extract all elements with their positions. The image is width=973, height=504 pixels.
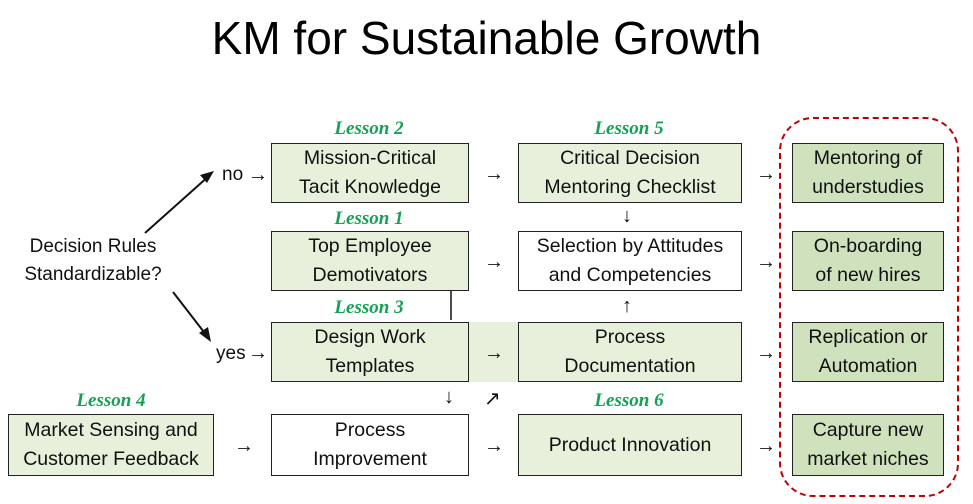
lesson-5-label: Lesson 5 bbox=[594, 118, 664, 139]
critical-decision-box: Critical Decision Mentoring Checklist bbox=[518, 143, 742, 203]
arrow-down-icon: ↓ bbox=[622, 205, 632, 227]
onboarding-box: On-boarding of new hires bbox=[792, 231, 944, 291]
capture-box: Capture new market niches bbox=[792, 414, 944, 476]
yes-arrow-icon: → bbox=[248, 342, 268, 364]
arrow-right-icon: → bbox=[484, 435, 504, 457]
lesson-6-label: Lesson 6 bbox=[594, 390, 664, 411]
product-innovation-box: Product Innovation bbox=[518, 414, 742, 476]
arrow-up-icon: ↑ bbox=[622, 295, 632, 317]
process-improvement-box: Process Improvement bbox=[271, 414, 469, 476]
arrow-right-icon: → bbox=[756, 342, 776, 364]
lesson-4-label: Lesson 4 bbox=[76, 390, 146, 411]
arrow-right-icon: → bbox=[484, 342, 504, 364]
lesson-2-label: Lesson 2 bbox=[334, 118, 404, 139]
replication-box: Replication or Automation bbox=[792, 322, 944, 382]
arrow-right-icon: → bbox=[234, 435, 254, 457]
mission-critical-box: Mission-Critical Tacit Knowledge bbox=[271, 143, 469, 203]
arrow-right-icon: → bbox=[484, 251, 504, 273]
page-title: KM for Sustainable Growth bbox=[211, 12, 762, 64]
top-employee-box: Top Employee Demotivators bbox=[271, 231, 469, 291]
arrow-right-icon: → bbox=[756, 163, 776, 185]
branch-yes-label: yes bbox=[216, 343, 246, 364]
arrow-right-icon: → bbox=[756, 435, 776, 457]
arrow-right-icon: → bbox=[756, 251, 776, 273]
lesson-1-label: Lesson 1 bbox=[334, 208, 404, 229]
arrow-right-icon: → bbox=[484, 163, 504, 185]
market-sensing-box: Market Sensing and Customer Feedback bbox=[8, 414, 214, 476]
outcomes-dashed-border bbox=[779, 117, 959, 497]
decision-question: Decision Rules Standardizable? bbox=[24, 236, 162, 285]
no-arrow-icon: → bbox=[248, 164, 268, 186]
selection-box: Selection by Attitudes and Competencies bbox=[518, 231, 742, 291]
branch-no-label: no bbox=[222, 164, 244, 185]
lesson-3-label: Lesson 3 bbox=[334, 297, 404, 318]
mentoring-box: Mentoring of understudies bbox=[792, 143, 944, 203]
connector-shade bbox=[469, 322, 519, 382]
arrow-up-right-icon: ↗ bbox=[484, 388, 501, 410]
process-documentation-box: Process Documentation bbox=[518, 322, 742, 382]
design-work-box: Design Work Templates bbox=[271, 322, 469, 382]
arrow-down-icon: ↓ bbox=[444, 386, 454, 408]
